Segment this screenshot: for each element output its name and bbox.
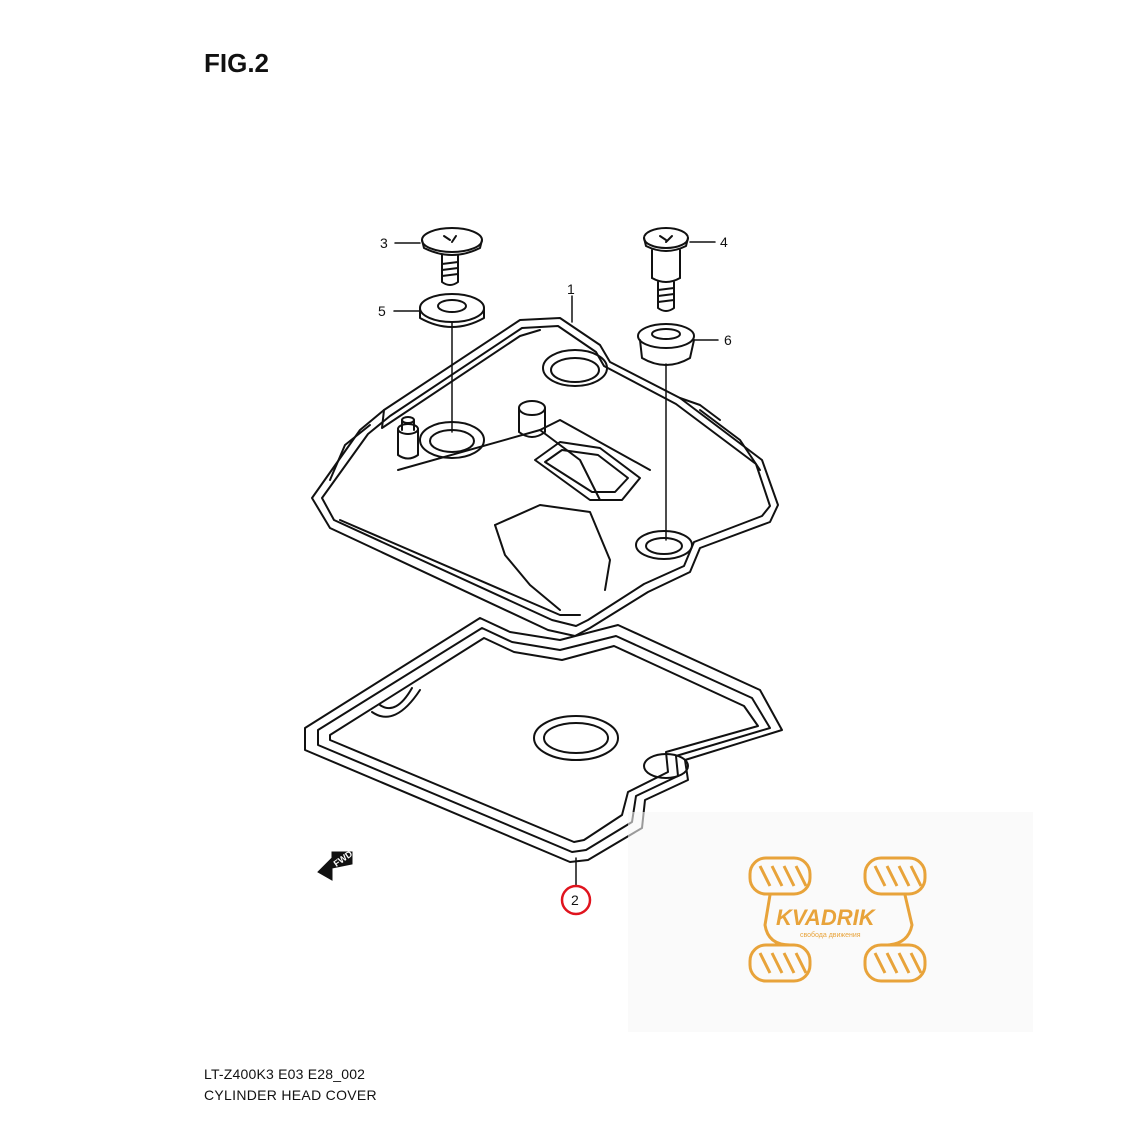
drawing-code: LT-Z400K3 E03 E28_002 <box>204 1066 366 1082</box>
callout-1: 1 <box>567 281 575 297</box>
bolt-4 <box>643 227 689 312</box>
callout-6: 6 <box>724 332 732 348</box>
grommet-6 <box>637 323 695 366</box>
figure-title: FIG.2 <box>204 48 270 78</box>
callout-3: 3 <box>380 235 388 251</box>
highlight-circle <box>560 884 592 916</box>
callout-2: 2 <box>571 892 579 908</box>
drawing-name: CYLINDER HEAD COVER <box>204 1087 377 1103</box>
logo-tagline: свобода движения <box>800 931 861 939</box>
kvadrik-logo-watermark: KVADRIK свобода движения <box>628 812 1033 1032</box>
callout-5: 5 <box>378 303 386 319</box>
callout-4: 4 <box>720 234 728 250</box>
bolt-3 <box>421 227 483 286</box>
logo-brand: KVADRIK <box>776 905 877 930</box>
forward-arrow-icon: FWD <box>317 848 355 881</box>
cylinder-head-cover <box>311 317 779 637</box>
assembly-lines <box>393 241 719 887</box>
cylinder-head-cover-gasket <box>304 617 783 863</box>
